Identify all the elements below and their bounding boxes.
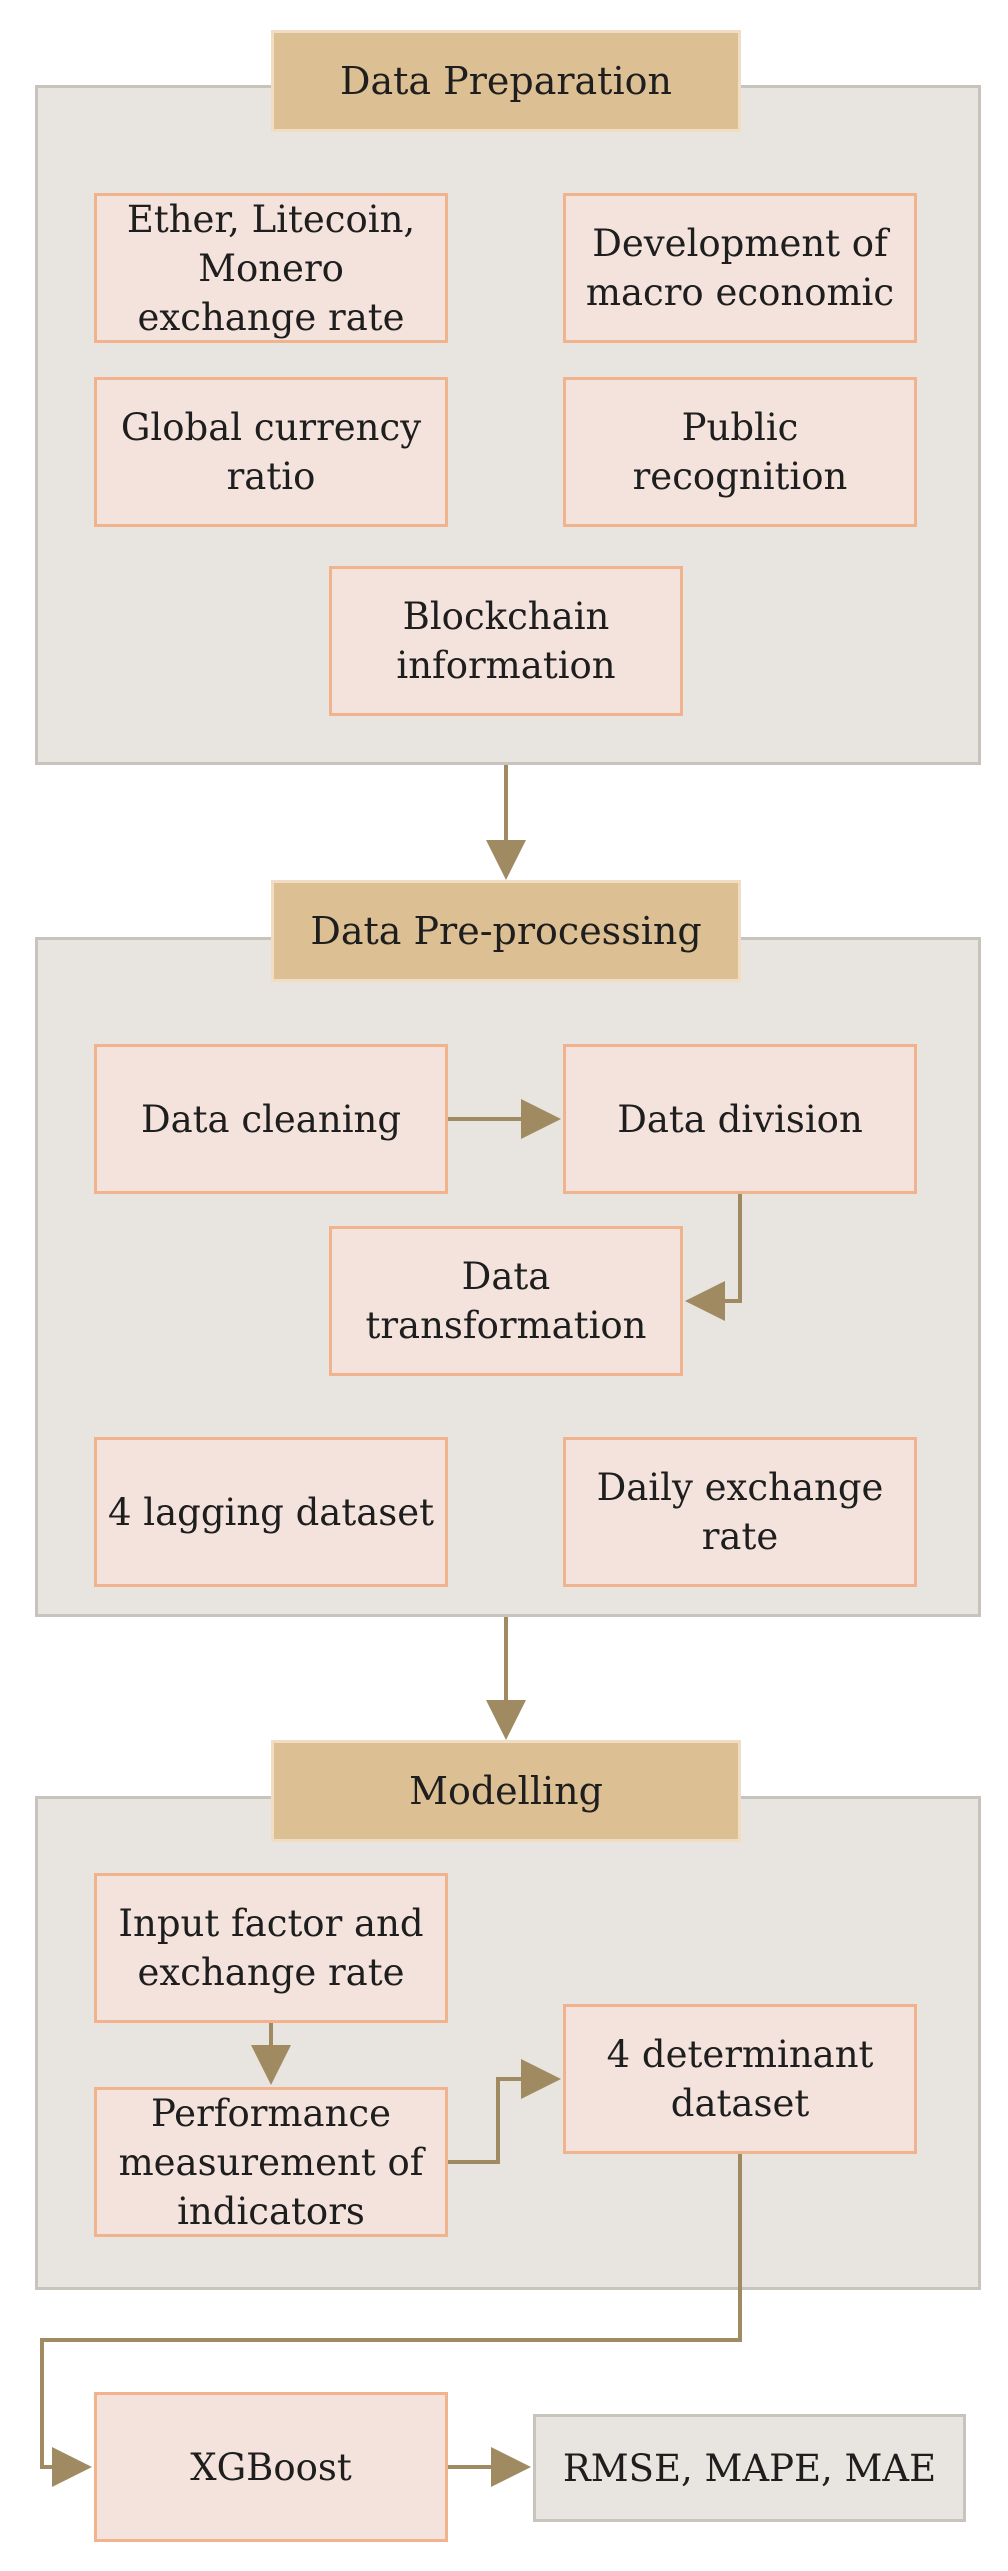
data-transformation-box: Data transformation xyxy=(329,1226,683,1376)
daily-exchange-rate-box: Daily exchange rate xyxy=(563,1437,917,1587)
lagging-dataset-box: 4 lagging dataset xyxy=(94,1437,448,1587)
xgboost-box: XGBoost xyxy=(94,2392,448,2542)
metrics-box: RMSE, MAPE, MAE xyxy=(533,2414,966,2522)
input-factor-box: Input factor and exchange rate xyxy=(94,1873,448,2023)
public-recognition-box: Public recognition xyxy=(563,377,917,527)
blockchain-information-box: Blockchain information xyxy=(329,566,683,716)
data-preparation-header: Data Preparation xyxy=(271,30,741,132)
determinant-dataset-box: 4 determinant dataset xyxy=(563,2004,917,2154)
data-division-box: Data division xyxy=(563,1044,917,1194)
macro-economic-box: Development of macro economic xyxy=(563,193,917,343)
modelling-header: Modelling xyxy=(271,1740,741,1842)
data-preprocessing-header: Data Pre-processing xyxy=(271,880,741,982)
global-currency-box: Global currency ratio xyxy=(94,377,448,527)
performance-measurement-box: Performance measurement of indicators xyxy=(94,2087,448,2237)
exchange-rate-box: Ether, Litecoin, Monero exchange rate xyxy=(94,193,448,343)
data-cleaning-box: Data cleaning xyxy=(94,1044,448,1194)
